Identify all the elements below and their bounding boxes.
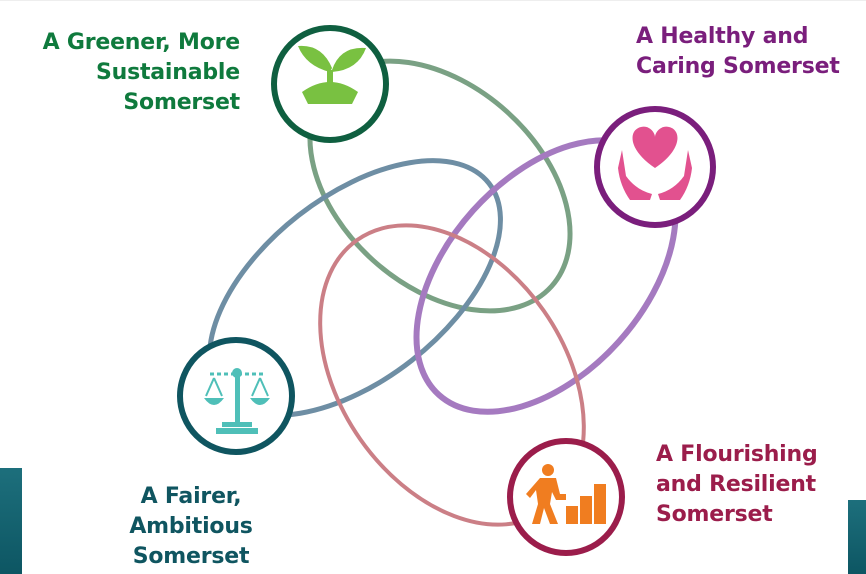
label-healthy: A Healthy and Caring Somerset <box>636 24 840 79</box>
fairer-icon-badge <box>177 337 295 455</box>
flourishing-icon-badge <box>507 438 625 556</box>
label-fairer: A Fairer, Ambitious Somerset <box>129 484 253 569</box>
balance-scales-icon <box>204 368 270 434</box>
background-teal-strip-right <box>848 500 866 574</box>
label-flourishing: A Flourishing and Resilient Somerset <box>656 442 818 527</box>
healthy-icon-badge <box>594 106 716 228</box>
label-greener: A Greener, More Sustainable Somerset <box>42 30 241 115</box>
background-teal-strip-left <box>0 468 22 574</box>
plant-seedling-icon <box>298 45 366 104</box>
climbing-steps-icon <box>526 464 606 524</box>
heart-in-hands-icon <box>618 126 692 200</box>
greener-icon-badge <box>271 25 389 143</box>
